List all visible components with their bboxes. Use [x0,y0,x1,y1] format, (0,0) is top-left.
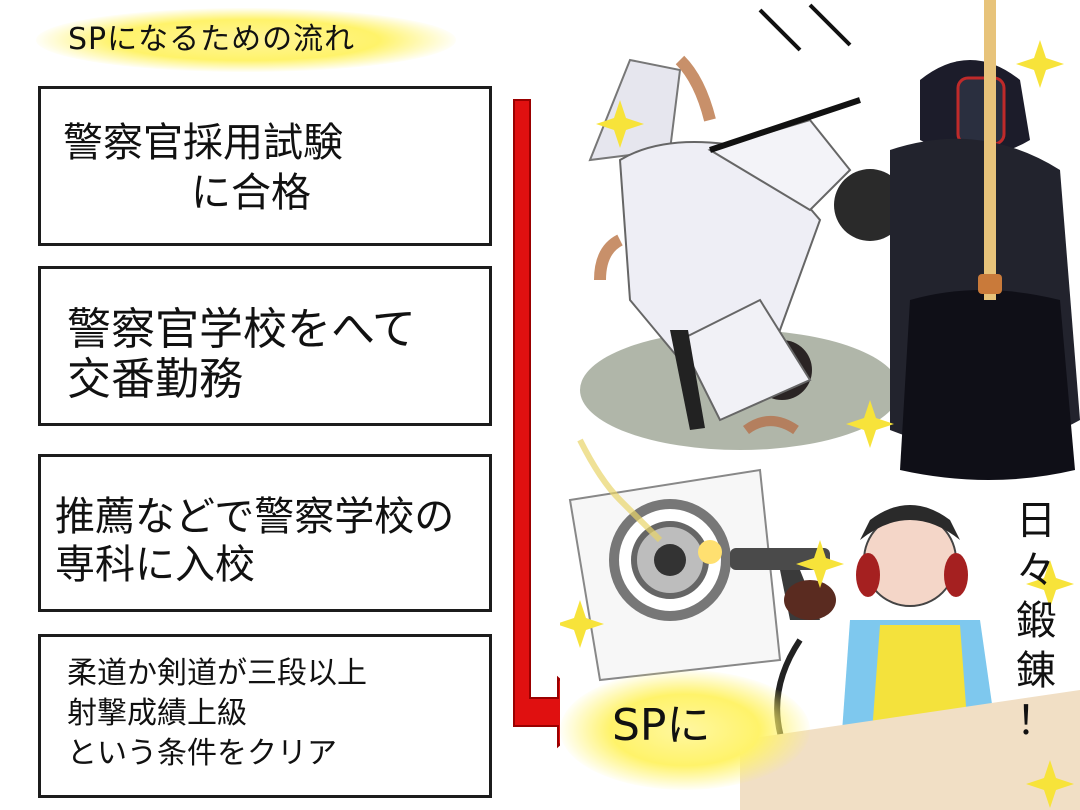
step-1-line-1: 警察官採用試験 [63,120,343,166]
step-3-line-1: 推薦などで警察学校の [55,494,455,540]
step-4-line-3: という条件をクリア [67,736,337,771]
judo-throw-illustration [580,3,906,450]
step-box-3: 推薦などで警察学校の 専科に入校 [38,454,492,612]
page-title: SPになるための流れ [68,22,356,57]
title-highlight [36,8,456,72]
step-3-line-2: 専科に入校 [55,542,255,588]
step-box-2: 警察官学校をへて 交番勤務 [38,266,492,426]
step-2-line-2: 交番勤務 [67,354,243,405]
vertical-caption-char: 鍛 [1016,598,1056,644]
step-box-1: 警察官採用試験 に合格 [38,86,492,246]
kendo-fighter-illustration [890,0,1080,480]
result-highlight [560,670,810,790]
vertical-caption-char: 錬 [1016,648,1056,694]
step-4-line-2: 射撃成績上級 [67,696,247,731]
step-box-4: 柔道か剣道が三段以上 射撃成績上級 という条件をクリア [38,634,492,798]
vertical-caption: 日 々 鍛 錬 ！ [1006,496,1066,746]
step-2-line-1: 警察官学校をへて [67,304,416,355]
result-label: SPに [612,700,711,751]
step-4-line-1: 柔道か剣道が三段以上 [67,656,367,691]
vertical-caption-char: 日 [1016,498,1056,544]
step-1-line-2: に合格 [191,170,311,216]
shooting-target-illustration [568,438,782,682]
vertical-caption-char: 々 [1016,548,1056,594]
vertical-caption-char: ！ [1016,698,1056,744]
sparkle-icon [560,40,1074,808]
